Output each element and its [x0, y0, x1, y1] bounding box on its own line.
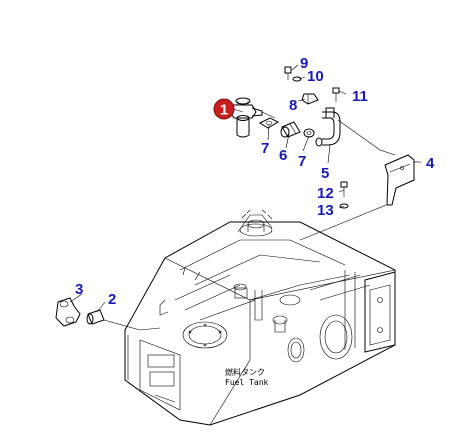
tank-label: 燃料タンク Fuel Tank [225, 367, 269, 387]
part-2-connector [86, 309, 105, 325]
callout-4[interactable]: 4 [426, 155, 435, 172]
part-3-elbow [55, 297, 81, 327]
part-9-bolt [284, 66, 292, 80]
callout-11[interactable]: 11 [352, 88, 368, 105]
callout-numbers: 1 2 3 4 5 6 7 7 8 9 10 11 12 13 [75, 55, 435, 308]
callout-12[interactable]: 12 [317, 185, 334, 202]
callout-1-badge [213, 98, 235, 120]
tank-label-jp: 燃料タンク [225, 367, 265, 377]
part-13-washer [339, 203, 349, 209]
leader-lines [69, 64, 421, 331]
part-12-bolt [340, 181, 348, 197]
part-6-fitting [280, 121, 301, 138]
callout-9[interactable]: 9 [300, 55, 308, 72]
part-4-bracket [384, 154, 415, 206]
callout-6[interactable]: 6 [279, 147, 287, 164]
tank-label-en: Fuel Tank [225, 378, 269, 387]
part-10-washer [292, 76, 302, 82]
callout-7a[interactable]: 7 [261, 140, 269, 157]
part-11-screw [332, 87, 340, 102]
callout-13[interactable]: 13 [317, 202, 334, 219]
callout-2[interactable]: 2 [108, 291, 116, 308]
part-7-washer-a [258, 117, 280, 129]
callout-1[interactable]: 1 [220, 102, 228, 119]
callout-5[interactable]: 5 [321, 165, 329, 182]
callout-7b[interactable]: 7 [298, 153, 306, 170]
part-5-tube [315, 107, 341, 147]
callout-3[interactable]: 3 [75, 281, 83, 298]
part-7-washer-b [303, 128, 315, 138]
callout-10[interactable]: 10 [307, 68, 324, 85]
part-1-valve [229, 97, 263, 138]
fuel-tank [124, 209, 396, 426]
part-8-clamp [301, 93, 319, 105]
callout-8[interactable]: 8 [289, 97, 297, 114]
